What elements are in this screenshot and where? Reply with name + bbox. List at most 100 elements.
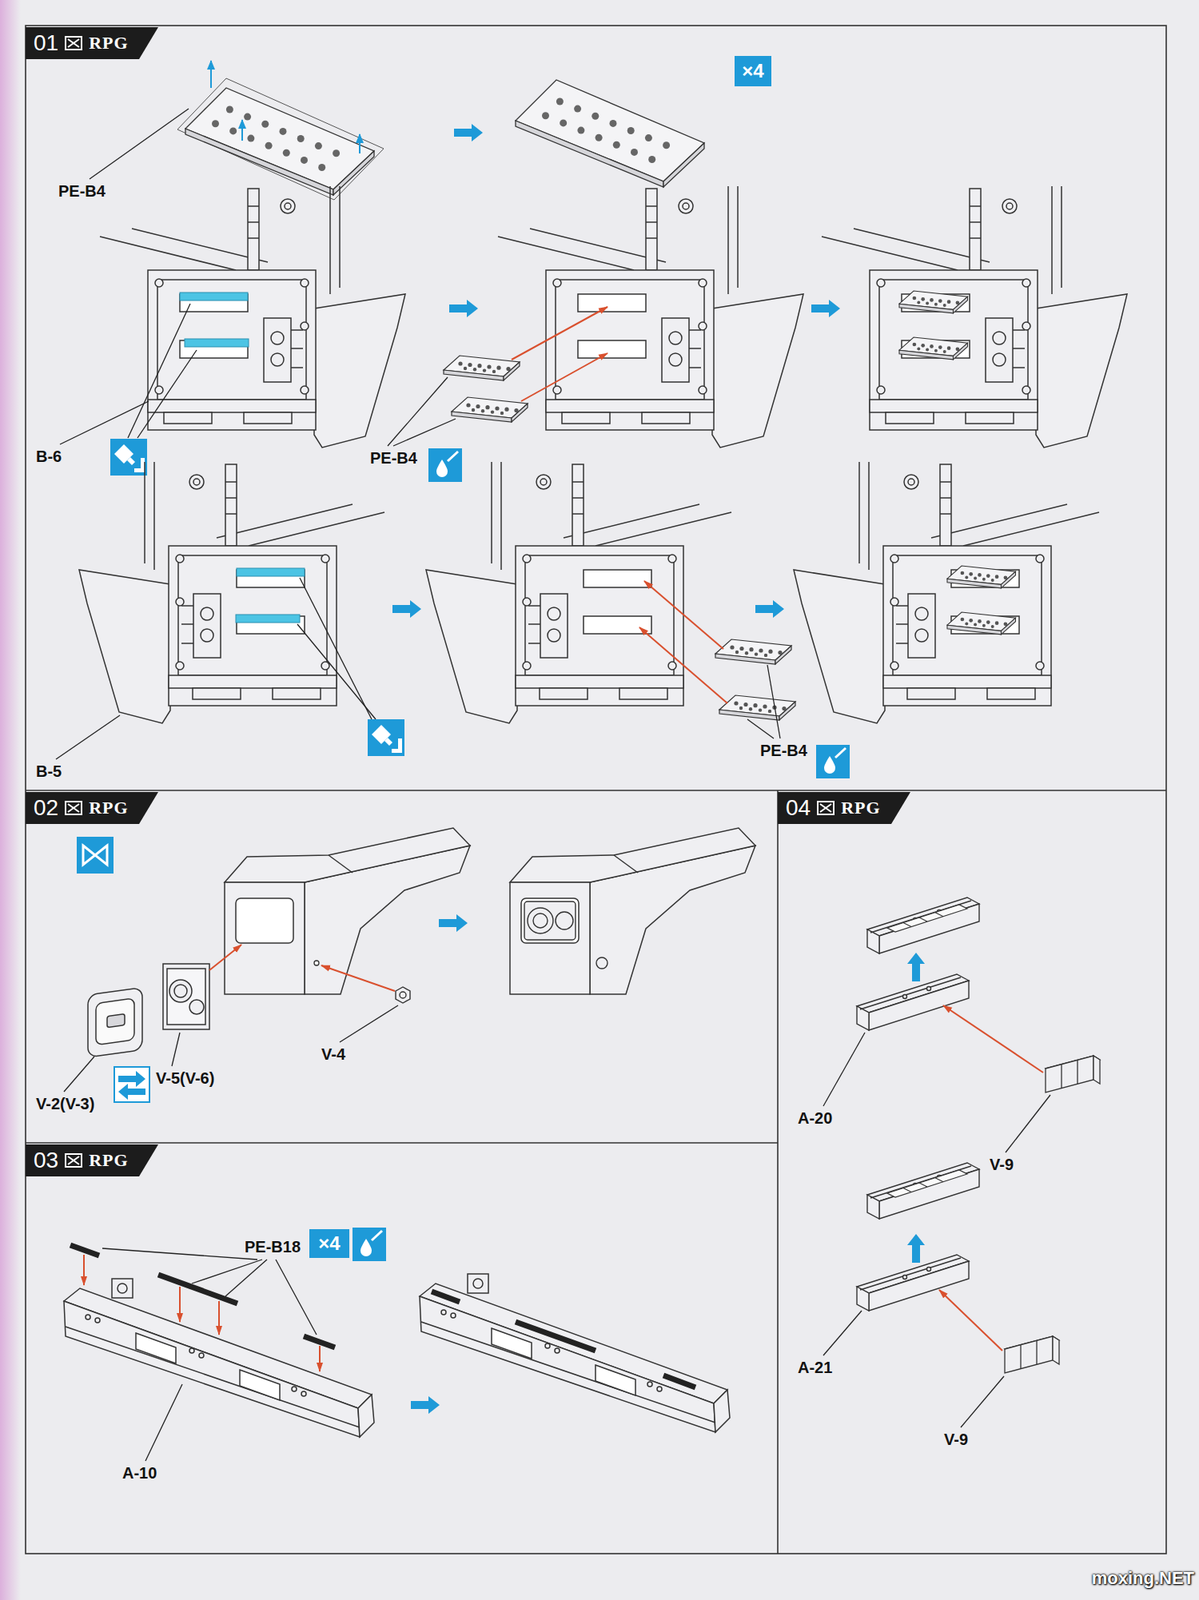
part-label: A-21: [797, 1358, 833, 1377]
housing-left: [767, 665, 781, 739]
lamp-housing: [174, 984, 188, 998]
step-tab: 01RPG: [25, 27, 159, 60]
housing-right: [521, 353, 608, 402]
channel-beam: [1004, 1336, 1060, 1374]
brand-logo-mark: [64, 1153, 83, 1168]
photo-etch-fret: [358, 134, 361, 154]
housing-left: [367, 719, 405, 757]
brand-logo-mark: [820, 804, 832, 813]
bumper: [352, 1227, 387, 1262]
panel-frame: [25, 1142, 778, 1144]
sheet-background: [0, 0, 21, 1600]
bumper: [191, 1259, 263, 1284]
step-number: 04: [785, 795, 811, 821]
housing-left: [639, 627, 728, 704]
lamp-housing: [87, 987, 143, 1058]
quantity-text: ×4: [318, 1232, 340, 1255]
bumper: [218, 1301, 220, 1335]
housing-right: [899, 290, 968, 314]
channel-beam: [943, 1005, 1044, 1073]
housing-left: [79, 462, 385, 724]
bumper: [83, 1254, 85, 1286]
lamp-housing: [95, 998, 135, 1046]
bumper: [145, 1384, 183, 1462]
step-number: 02: [33, 795, 59, 821]
quantity-badge: ×4: [309, 1229, 350, 1259]
housing-right: [443, 355, 520, 381]
channel-beam: [867, 897, 980, 954]
lamp-housing: [321, 965, 395, 992]
brand-logo-mark: [65, 36, 82, 50]
lamp-housing: [533, 913, 548, 929]
housing-left: [715, 639, 792, 665]
channel-beam: [939, 1290, 1003, 1351]
panel-frame: [25, 25, 1167, 1554]
photo-etch-fret: [515, 79, 705, 188]
housing-right: [59, 186, 1128, 482]
photo-etch-fret: [89, 108, 189, 180]
photo-etch-fret: [241, 119, 243, 141]
housing-right: [497, 186, 804, 448]
brand-logo-mark: [64, 35, 83, 51]
step-tab: 03RPG: [25, 1144, 159, 1177]
lamp-housing: [395, 987, 411, 1004]
photo-etch-fret: [185, 87, 375, 196]
part-label: B-5: [35, 762, 62, 781]
lamp-housing: [169, 979, 192, 1003]
housing-left: [235, 614, 300, 623]
housing-right: [99, 186, 406, 448]
housing-right: [821, 186, 1128, 448]
lamp-housing: [524, 901, 608, 969]
brand-logo-mark: [816, 800, 835, 816]
channel-beam: [823, 1032, 865, 1107]
channel-beam: [867, 1163, 980, 1219]
brand-logo-mark: [65, 801, 82, 815]
lamp-housing: [163, 963, 210, 1030]
panel-frame: [25, 789, 1167, 792]
channel-beam: [907, 952, 925, 982]
lamp-housing: [87, 987, 143, 1058]
brand-logo-mark: [67, 804, 80, 813]
lamp-housing: [171, 1032, 180, 1067]
channel-beam: [1005, 1095, 1051, 1153]
step-number: 01: [33, 30, 59, 56]
photo-etch-fret: [89, 60, 705, 200]
lamp-housing: [395, 987, 411, 1004]
bumper: [63, 1278, 375, 1438]
brand-logo-mark: [67, 1156, 80, 1165]
housing-left: [816, 744, 850, 779]
lamp-housing: [107, 1014, 125, 1028]
quantity-badge: ×4: [734, 55, 772, 87]
bumper: [179, 1286, 181, 1323]
housing-left: [236, 568, 305, 577]
housing-left: [55, 462, 1100, 779]
part-label: B-6: [35, 447, 62, 466]
bumper: [70, 1245, 335, 1348]
housing-left: [947, 565, 1016, 589]
part-label: A-10: [122, 1464, 157, 1482]
lamp-housing: [76, 836, 114, 874]
brand-logo-mark: [64, 800, 83, 816]
lamp-housing: [509, 828, 756, 995]
bumper: [158, 1274, 238, 1304]
panel-frame: [776, 790, 779, 1554]
brand-logo-mark: [65, 1154, 82, 1168]
lamp-housing: [189, 999, 204, 1015]
channel-beam: [823, 897, 1100, 1428]
bumper: [275, 1259, 317, 1335]
watermark: moxing.NET: [1091, 1568, 1195, 1590]
housing-left: [793, 462, 1100, 724]
part-label: PE-B4: [760, 741, 808, 760]
housing-right: [511, 306, 608, 360]
brand-name: RPG: [840, 797, 881, 819]
brand-logo-mark: [817, 801, 834, 815]
housing-left: [392, 600, 422, 618]
bumper: [431, 1291, 460, 1303]
part-label: V-9: [989, 1155, 1014, 1174]
lamp-housing: [527, 908, 554, 934]
part-label: PE-B4: [370, 449, 418, 467]
